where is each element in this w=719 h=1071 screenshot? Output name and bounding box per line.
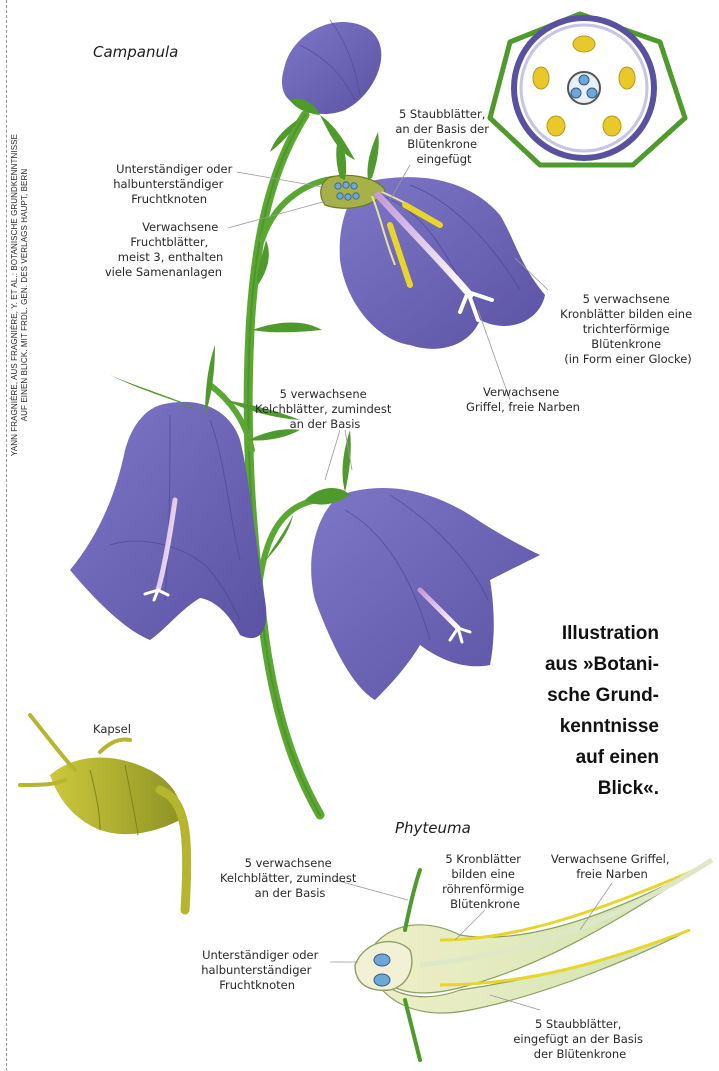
caption-line: auf einen (459, 742, 659, 773)
label-fruchtknoten: Unterständiger oder halbunterständiger F… (113, 162, 236, 206)
phyteuma-label-kelch: 5 verwachsene Kelchblätter, zumindest an… (220, 856, 360, 900)
phyteuma-label-kron: 5 Kronblätter bilden eine röhrenförmige … (442, 852, 528, 911)
label-kronblaetter: 5 verwachsene Kronblätter bilden eine tr… (560, 292, 696, 366)
caption-line: aus »Botani- (459, 649, 659, 680)
campanula-bud (282, 20, 381, 115)
caption-line: Illustration (459, 618, 659, 649)
phyteuma-flower-section (355, 860, 712, 1060)
campanula-title: Campanula (93, 43, 178, 61)
caption-line: sche Grund- (459, 680, 659, 711)
caption-line: Blick«. (459, 773, 659, 804)
campanula-floral-diagram (490, 14, 685, 165)
illustration-caption: Illustration aus »Botani- sche Grund- ke… (459, 618, 659, 804)
campanula-capsule (20, 715, 187, 910)
label-griffel: Verwachsene Griffel, freie Narben (466, 385, 580, 414)
campanula-flower-left (70, 345, 300, 640)
label-kapsel: Kapsel (93, 722, 131, 736)
phyteuma-label-staub: 5 Staubblätter, eingefügt an der Basis d… (513, 1017, 646, 1061)
phyteuma-title: Phyteuma (395, 819, 471, 837)
phyteuma-label-griffel: Verwachsene Griffel, freie Narben (551, 852, 673, 881)
label-kelchblaetter: 5 verwachsene Kelchblätter, zumindest an… (255, 387, 395, 431)
caption-line: kenntnisse (459, 711, 659, 742)
label-fruchtblaetter: Verwachsene Fruchtblätter, meist 3, enth… (105, 220, 227, 279)
phyteuma-label-fruchtknoten: Unterständiger oder halbunterständiger F… (201, 948, 322, 992)
label-staubblaetter: 5 Staubblätter, an der Basis der Blütenk… (395, 107, 492, 166)
